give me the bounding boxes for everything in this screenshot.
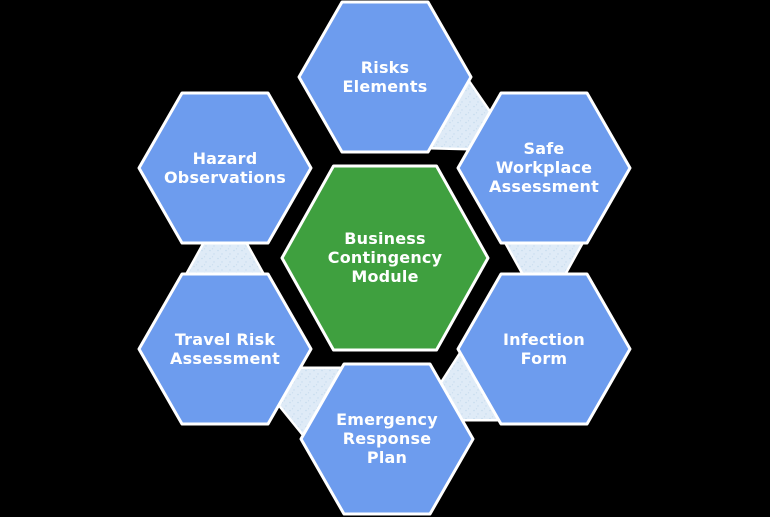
connector-travel-risk-assessment-to-hazard-observations <box>185 241 265 276</box>
hexagon-safe-workplace-assessment <box>456 91 632 245</box>
hexagon-business-contingency-module <box>280 164 490 352</box>
hexagon-travel-risk-assessment <box>137 272 313 426</box>
hexagon-hazard-observations <box>137 91 313 245</box>
hexagon-emergency-response-plan <box>299 362 475 516</box>
hexagon-infection-form <box>456 272 632 426</box>
connector-safe-workplace-assessment-to-infection-form <box>504 241 584 276</box>
hexagon-risks-elements <box>297 0 473 154</box>
